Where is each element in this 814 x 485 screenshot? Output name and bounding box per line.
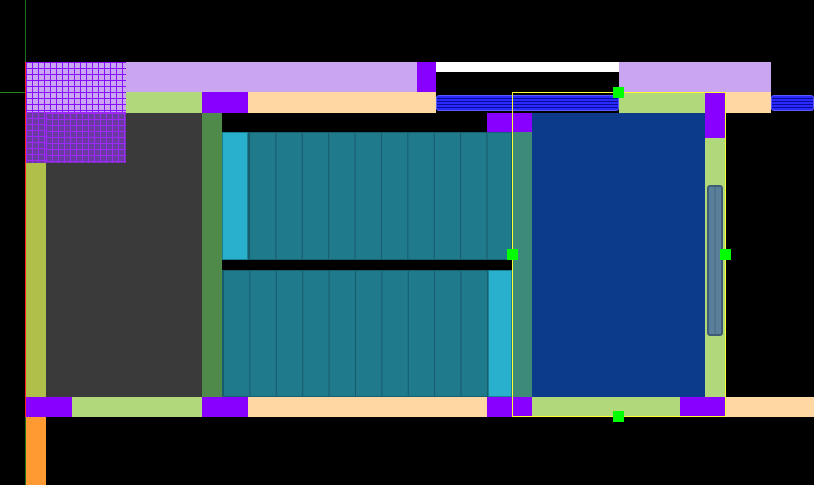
violet-joint-upper-left[interactable] xyxy=(202,92,248,113)
top-white-edge xyxy=(436,62,619,72)
blue-bar-upper-right[interactable] xyxy=(771,95,814,111)
violet-joint-bottom-middle-left[interactable] xyxy=(202,397,248,417)
lower-stair-landing[interactable] xyxy=(488,270,512,397)
green-wall-segment-bottom-right[interactable] xyxy=(532,397,680,417)
selection-handle-bottom[interactable] xyxy=(613,411,624,422)
violet-joint-bottom-right[interactable] xyxy=(680,397,725,417)
blue-bar-upper-middle[interactable] xyxy=(436,95,619,111)
upper-staircase[interactable] xyxy=(248,132,512,260)
peach-wall-segment-bottom-right[interactable] xyxy=(725,397,814,417)
orange-door-segment[interactable] xyxy=(26,417,46,485)
violet-joint-room-top-left[interactable] xyxy=(512,113,532,132)
peach-wall-segment-upper[interactable] xyxy=(248,92,436,113)
left-hatched-wall-segment[interactable] xyxy=(26,92,126,112)
top-left-hatched-wall[interactable] xyxy=(26,62,126,92)
selection-handle-left[interactable] xyxy=(507,249,518,260)
upper-stair-gap xyxy=(222,260,512,270)
blue-room-left-wall[interactable] xyxy=(512,113,532,397)
blue-room[interactable] xyxy=(512,113,705,397)
selection-handle-top[interactable] xyxy=(613,87,624,98)
top-right-light-purple-wall[interactable] xyxy=(619,62,771,92)
selection-outline xyxy=(512,92,726,417)
violet-joint-bottom-middle[interactable] xyxy=(487,397,532,417)
upper-stair-landing[interactable] xyxy=(222,132,248,260)
sofa-icon[interactable] xyxy=(707,185,723,336)
green-column-wall[interactable] xyxy=(202,113,222,397)
green-wall-segment-bottom-left[interactable] xyxy=(72,397,202,417)
green-wall-segment-upper-left[interactable] xyxy=(126,92,202,113)
top-light-purple-wall[interactable] xyxy=(126,62,417,92)
peach-wall-segment-upper-right[interactable] xyxy=(725,92,771,113)
violet-joint-stair-top[interactable] xyxy=(487,113,512,132)
violet-joint-bottom-left[interactable] xyxy=(26,397,72,417)
selection-handle-right[interactable] xyxy=(720,249,731,260)
lower-staircase[interactable] xyxy=(222,270,488,397)
hatched-floor-corner xyxy=(46,113,126,163)
violet-joint-upper-right[interactable] xyxy=(705,92,725,138)
top-violet-joint[interactable] xyxy=(417,62,436,92)
green-wall-segment-upper-right[interactable] xyxy=(619,92,705,113)
red-guide-line xyxy=(25,62,26,417)
left-olive-wall[interactable] xyxy=(26,112,46,397)
peach-wall-segment-bottom[interactable] xyxy=(248,397,487,417)
